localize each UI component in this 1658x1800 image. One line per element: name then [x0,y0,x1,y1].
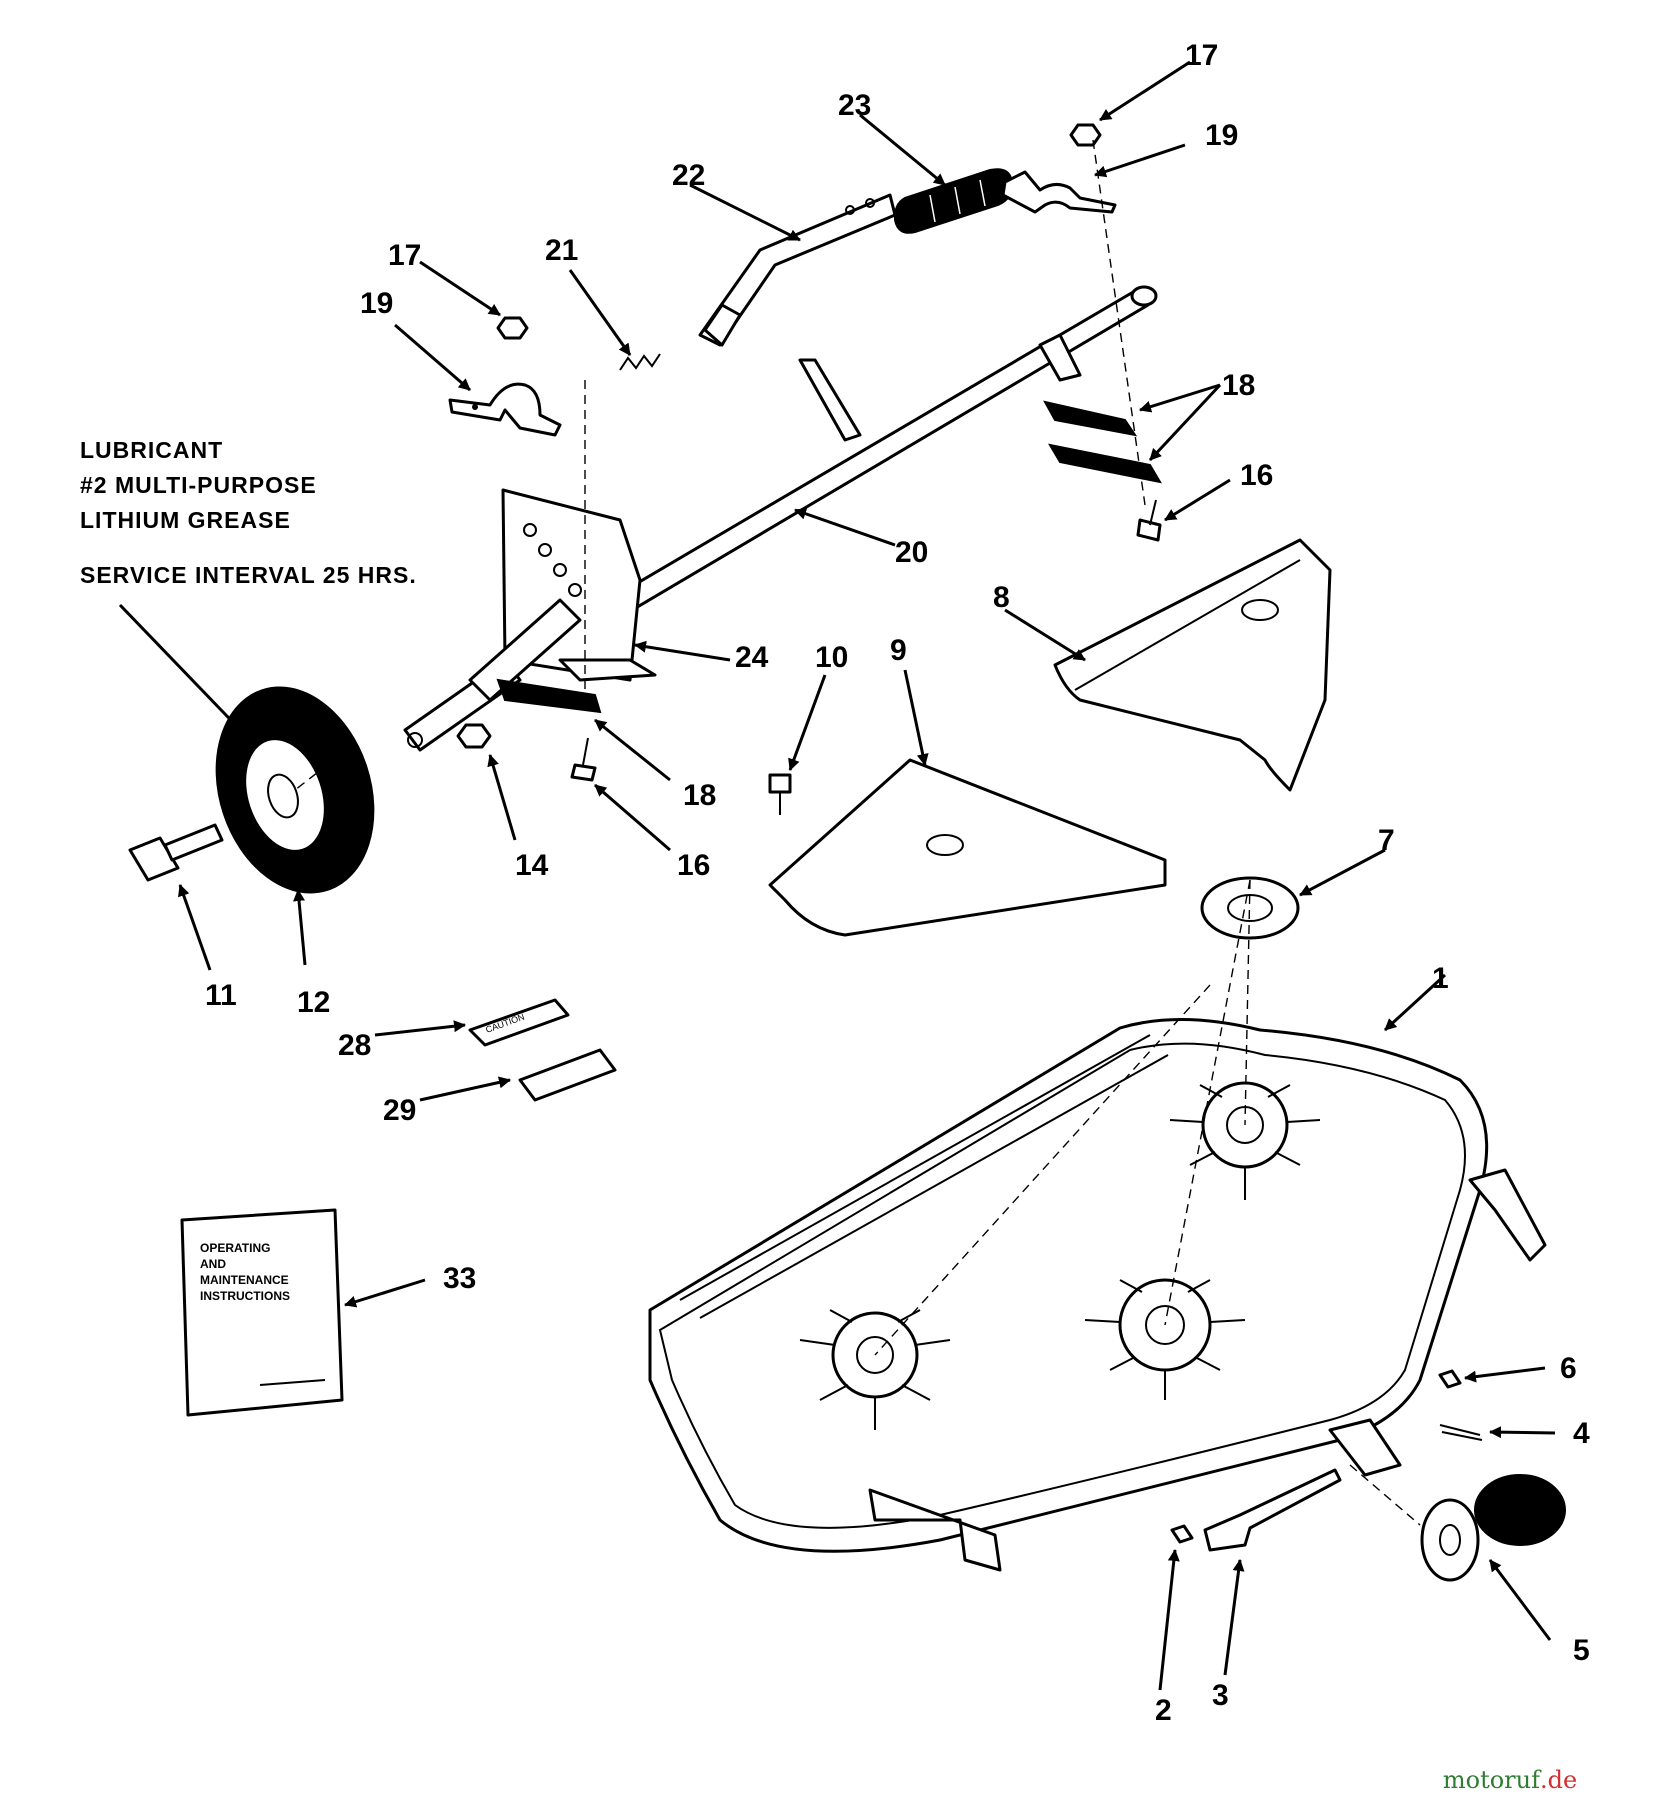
lubricant-note-line-1: LUBRICANT [80,437,223,463]
callout-1: 1 [1432,962,1449,995]
callout-29: 29 [383,1094,416,1127]
callout-21: 21 [545,234,578,267]
nut-right [1069,123,1102,147]
gauge-wheel [215,686,375,894]
callout-17-lower: 17 [388,239,421,272]
anti-scalp-roller [1420,1474,1566,1582]
deck-bracket-side [1328,1418,1402,1477]
callout-14: 14 [515,849,549,882]
callout-19-upper: 19 [1205,119,1238,152]
watermark-brand: motoruf [1443,1766,1542,1794]
roller-axle [1203,1468,1342,1552]
callout-9: 9 [890,634,907,667]
caution-decal: CAUTION [468,998,570,1047]
callout-7: 7 [1378,824,1395,857]
spacer-washer [1200,876,1300,940]
callout-20: 20 [895,536,928,569]
callout-18-lower: 18 [683,779,716,812]
lubricant-note: LUBRICANT #2 MULTI-PURPOSE LITHIUM GREAS… [80,437,417,588]
manual-line-3: MAINTENANCE [200,1273,289,1287]
callout-17-upper: 17 [1185,39,1218,72]
leader-arrows [118,60,1556,1691]
callout-12: 12 [297,986,330,1019]
mower-deck [648,1018,1547,1572]
baffle-left [768,758,1167,937]
wheel-bolt [128,823,224,882]
callout-8: 8 [993,581,1010,614]
clamp-left [448,382,562,437]
callout-16-lower: 16 [677,849,710,882]
callout-6: 6 [1560,1352,1577,1385]
shim-plate-3 [496,678,602,714]
callout-4: 4 [1573,1417,1590,1450]
callout-5: 5 [1573,1634,1590,1667]
callout-33: 33 [443,1262,476,1295]
clamp-right [1001,170,1117,214]
manual-line-1: OPERATING [200,1241,270,1255]
adjusting-rod [403,598,582,752]
instruction-decal [518,1048,617,1102]
axle-bolt [1170,1524,1194,1544]
callout-18-upper: 18 [1222,369,1255,402]
nut-14 [456,723,492,749]
callout-2: 2 [1155,1694,1172,1727]
callout-3: 3 [1212,1679,1229,1712]
watermark-tld: .de [1540,1766,1577,1794]
alignment-lines [294,139,1421,1526]
handle-rod [698,193,897,347]
callout-24: 24 [735,641,769,674]
nut-6 [1438,1369,1462,1389]
baffle-right [1053,538,1332,792]
deck-bracket-front [868,1488,1002,1572]
nut-left [496,316,529,340]
shim-plate-1 [1043,400,1138,437]
callout-10: 10 [815,641,848,674]
callout-16-upper: 16 [1240,459,1273,492]
owner-manual: OPERATING AND MAINTENANCE INSTRUCTIONS [180,1208,344,1417]
shim-plate-2 [1048,443,1162,484]
bolt-10 [768,773,792,815]
callout-11: 11 [205,979,237,1012]
spring [619,353,661,371]
bolt-left [570,737,597,782]
manual-line-2: AND [200,1257,226,1271]
handle-grip [893,168,1014,234]
callout-labels: 1 2 3 4 5 6 7 8 9 10 11 12 14 16 16 17 1… [205,39,1590,1727]
lubricant-note-line-2: #2 MULTI-PURPOSE [80,472,317,498]
bolt-right [1136,499,1162,542]
callout-23: 23 [838,89,871,122]
callout-22: 22 [672,159,705,192]
watermark: motoruf .de [1443,1766,1577,1794]
lubricant-note-line-4: SERVICE INTERVAL 25 HRS. [80,562,417,588]
lift-shaft [598,285,1158,624]
cotter-pin [1439,1424,1483,1441]
callout-19-lower: 19 [360,287,393,320]
callout-28: 28 [338,1029,371,1062]
deck-bracket-rear [1468,1168,1547,1262]
manual-line-4: INSTRUCTIONS [200,1289,290,1303]
lubricant-note-line-3: LITHIUM GREASE [80,507,291,533]
